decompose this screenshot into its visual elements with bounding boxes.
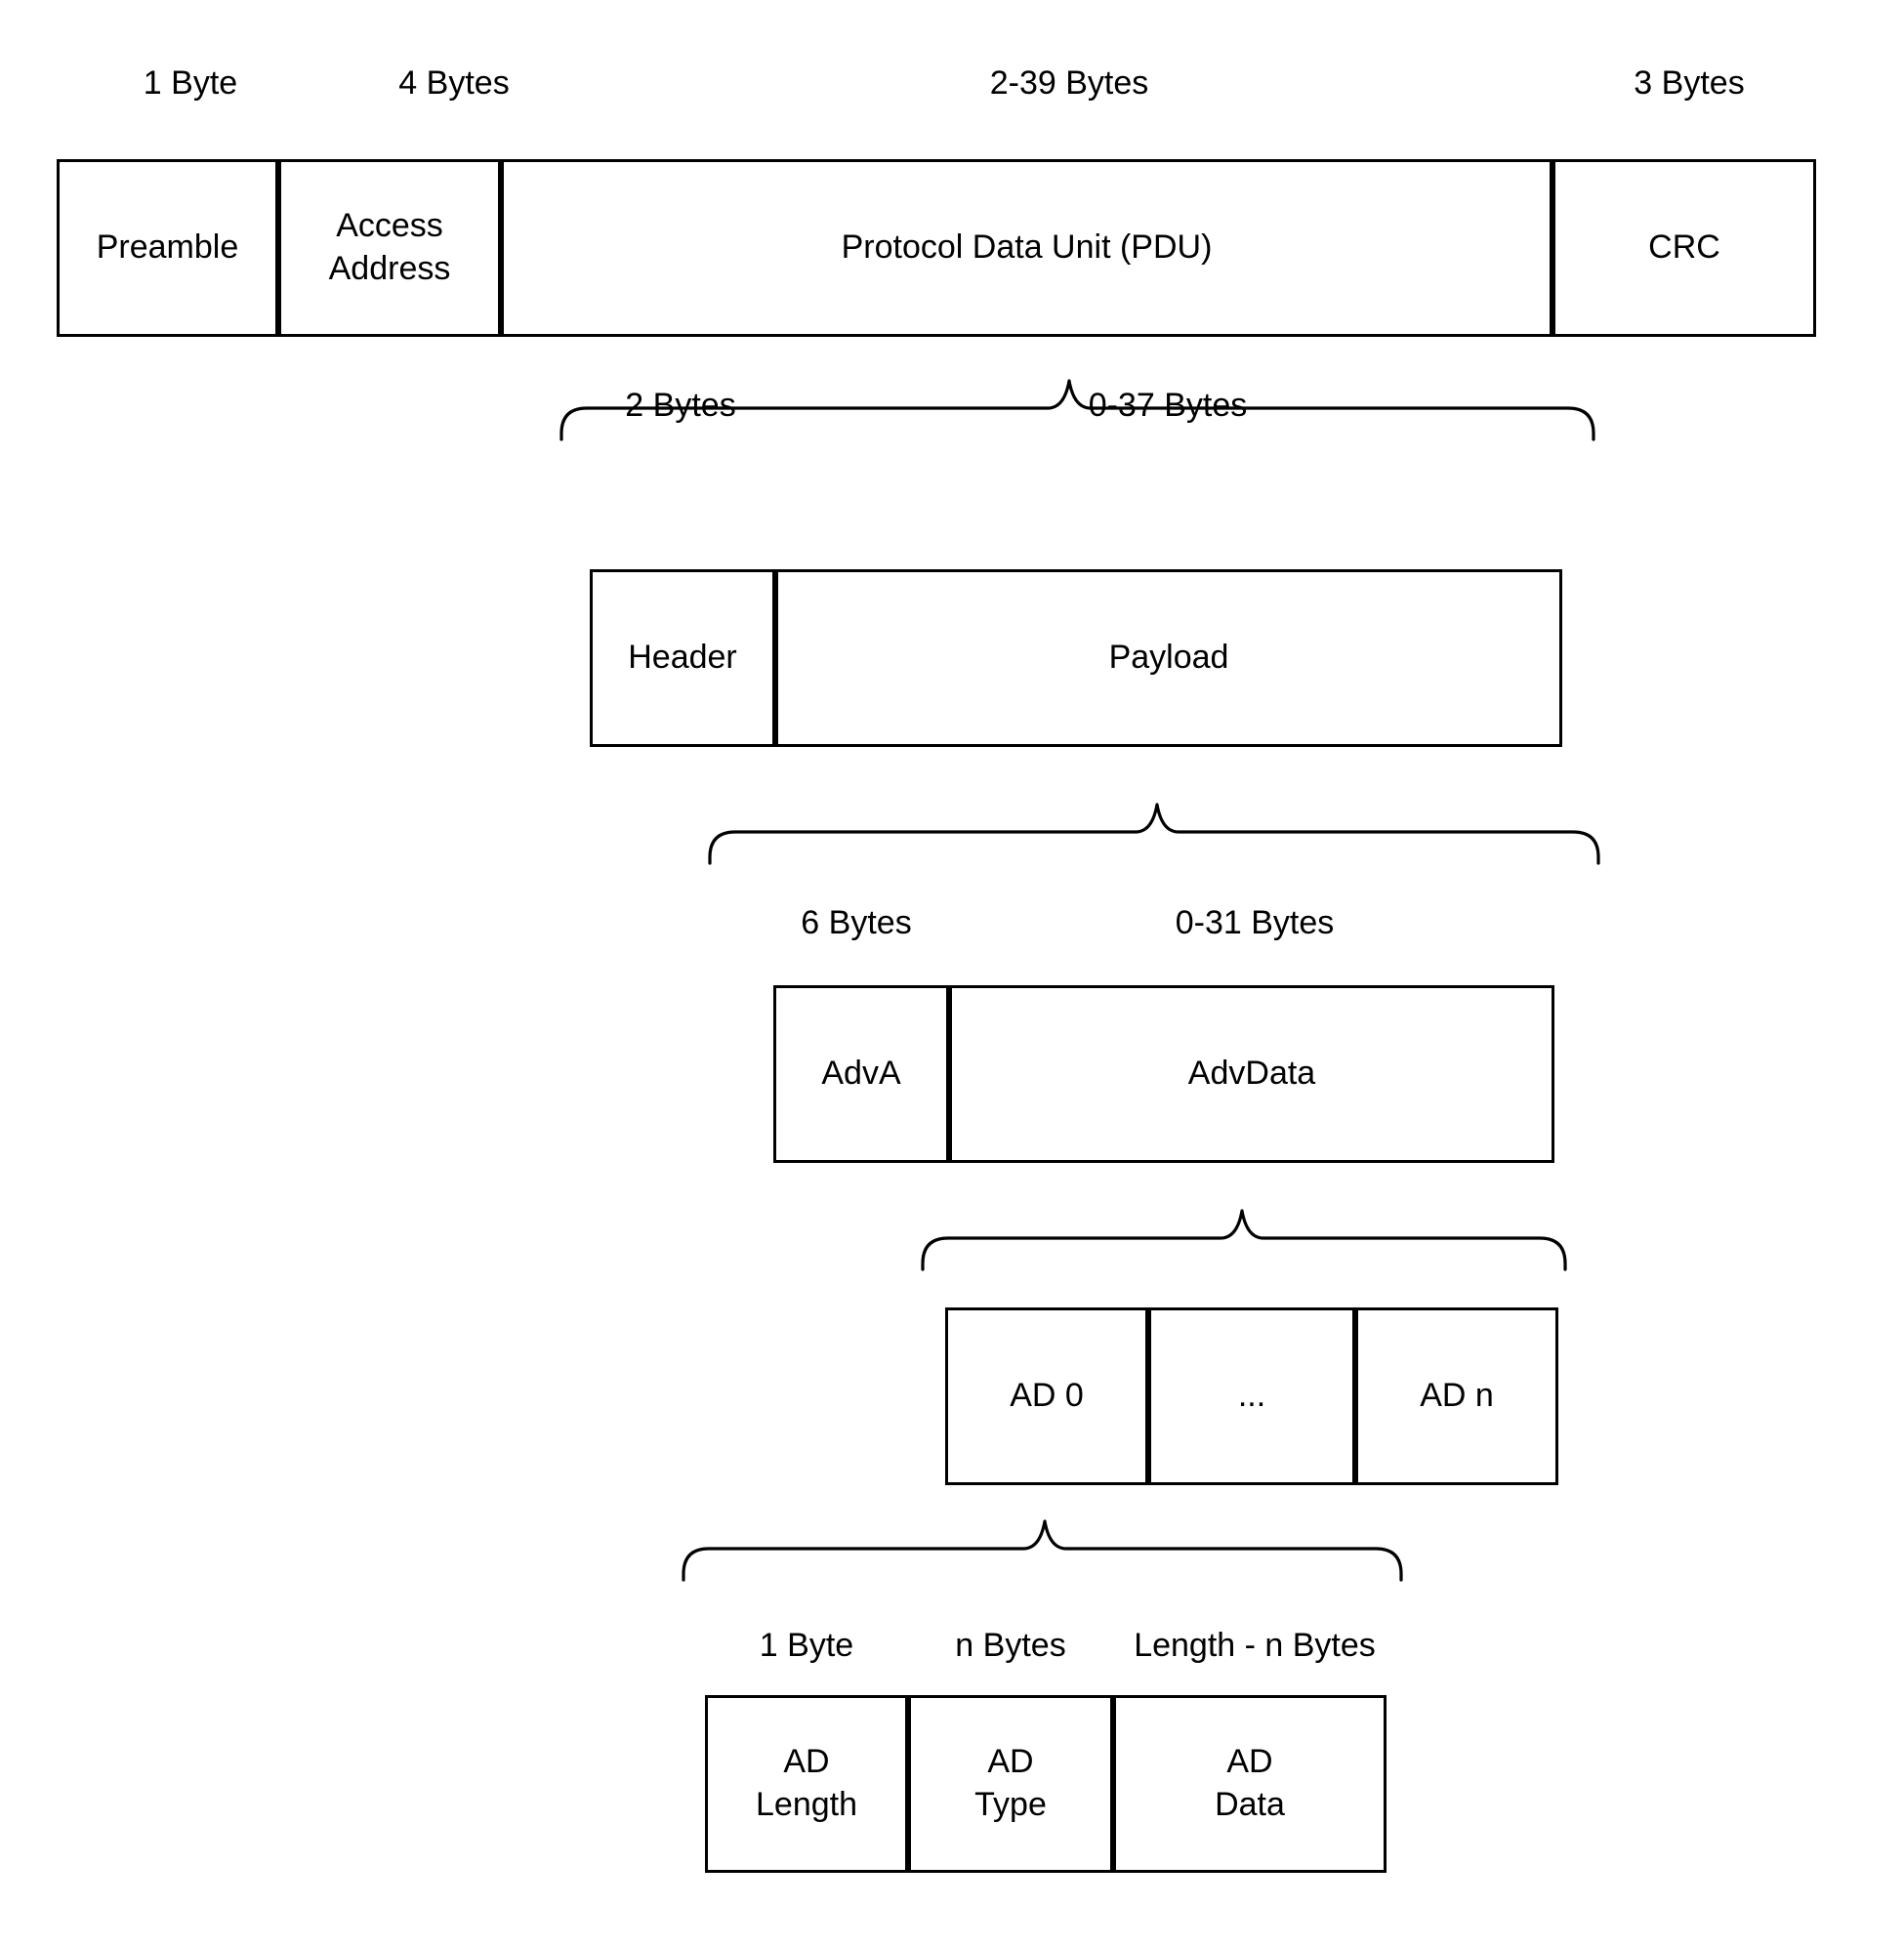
size-label-link-layer-packet-0: 1 Byte <box>143 64 238 102</box>
field-box-ad-structure-0: AD Length <box>705 1695 908 1873</box>
field-box-link-layer-packet-3: CRC <box>1552 159 1816 337</box>
size-label-advertising-payload-1: 0-31 Bytes <box>1175 904 1335 941</box>
field-box-advdata-elements-1: ... <box>1148 1307 1355 1485</box>
brace-payload <box>696 791 1612 877</box>
field-box-pdu-1: Payload <box>775 569 1562 747</box>
brace-pdu <box>548 367 1607 453</box>
size-label-link-layer-packet-3: 3 Bytes <box>1634 64 1745 102</box>
field-box-link-layer-packet-0: Preamble <box>57 159 278 337</box>
field-box-advdata-elements-2: AD n <box>1355 1307 1558 1485</box>
field-box-ad-structure-2: AD Data <box>1113 1695 1387 1873</box>
size-label-link-layer-packet-1: 4 Bytes <box>398 64 510 102</box>
size-label-link-layer-packet-2: 2-39 Bytes <box>989 64 1149 102</box>
size-label-advertising-payload-0: 6 Bytes <box>801 904 912 941</box>
brace-advdata <box>909 1197 1579 1283</box>
field-box-pdu-0: Header <box>590 569 775 747</box>
field-box-link-layer-packet-1: Access Address <box>278 159 501 337</box>
size-label-ad-structure-2: Length - n Bytes <box>1134 1627 1376 1664</box>
size-label-ad-structure-0: 1 Byte <box>759 1627 854 1664</box>
field-box-ad-structure-1: AD Type <box>908 1695 1113 1873</box>
field-box-advertising-payload-0: AdvA <box>773 985 949 1163</box>
size-label-pdu-1: 0-37 Bytes <box>1088 387 1248 424</box>
field-box-advdata-elements-0: AD 0 <box>945 1307 1148 1485</box>
field-box-link-layer-packet-2: Protocol Data Unit (PDU) <box>501 159 1552 337</box>
size-label-ad-structure-1: n Bytes <box>955 1627 1066 1664</box>
field-box-advertising-payload-1: AdvData <box>949 985 1554 1163</box>
brace-ad-structure <box>670 1508 1415 1594</box>
size-label-pdu-0: 2 Bytes <box>625 387 736 424</box>
